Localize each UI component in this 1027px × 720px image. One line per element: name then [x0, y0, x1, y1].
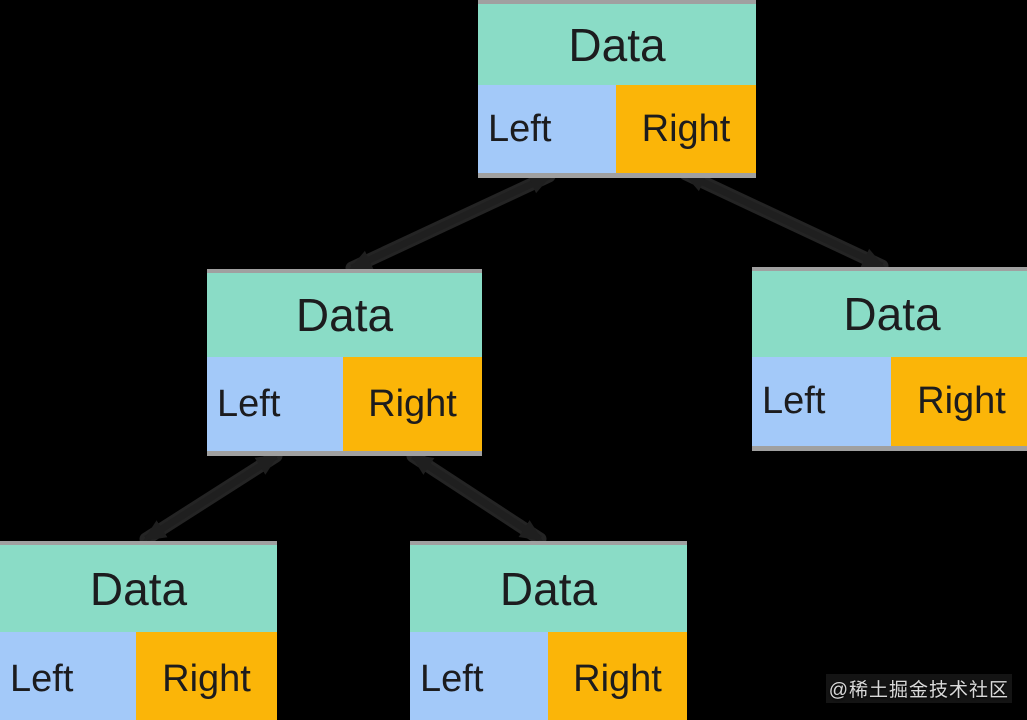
- right-pointer-cell: Right: [891, 357, 1027, 446]
- edge-root-to-right-child: [679, 167, 889, 273]
- left-pointer-cell: Left: [410, 632, 548, 720]
- right-pointer-cell: Right: [616, 85, 756, 173]
- right-pointer-cell: Right: [343, 357, 482, 451]
- pointer-row: Left Right: [752, 357, 1027, 446]
- right-pointer-cell: Right: [136, 632, 277, 720]
- left-pointer-cell: Left: [0, 632, 136, 720]
- juejin-watermark: @稀土掘金技术社区: [825, 674, 1012, 703]
- data-cell: Data: [410, 545, 687, 632]
- left-pointer-cell: Left: [752, 357, 891, 446]
- edge-left-child-to-left-left: [139, 449, 283, 546]
- pointer-row: Left Right: [478, 85, 756, 173]
- edge-left-child-to-left-right: [406, 449, 547, 546]
- tree-node-right-child: Data Left Right: [752, 267, 1027, 451]
- left-pointer-cell: Left: [478, 85, 616, 173]
- data-cell: Data: [207, 273, 482, 357]
- pointer-row: Left Right: [410, 632, 687, 720]
- tree-node-root: Data Left Right: [478, 0, 756, 178]
- edge-root-to-left-child: [345, 169, 556, 275]
- tree-node-left-left-child: Data Left Right: [0, 541, 277, 720]
- pointer-row: Left Right: [0, 632, 277, 720]
- data-cell: Data: [478, 4, 756, 85]
- tree-node-left-right-child: Data Left Right: [410, 541, 687, 720]
- data-cell: Data: [752, 271, 1027, 357]
- tree-node-left-child: Data Left Right: [207, 269, 482, 456]
- data-cell: Data: [0, 545, 277, 632]
- right-pointer-cell: Right: [548, 632, 687, 720]
- left-pointer-cell: Left: [207, 357, 343, 451]
- pointer-row: Left Right: [207, 357, 482, 451]
